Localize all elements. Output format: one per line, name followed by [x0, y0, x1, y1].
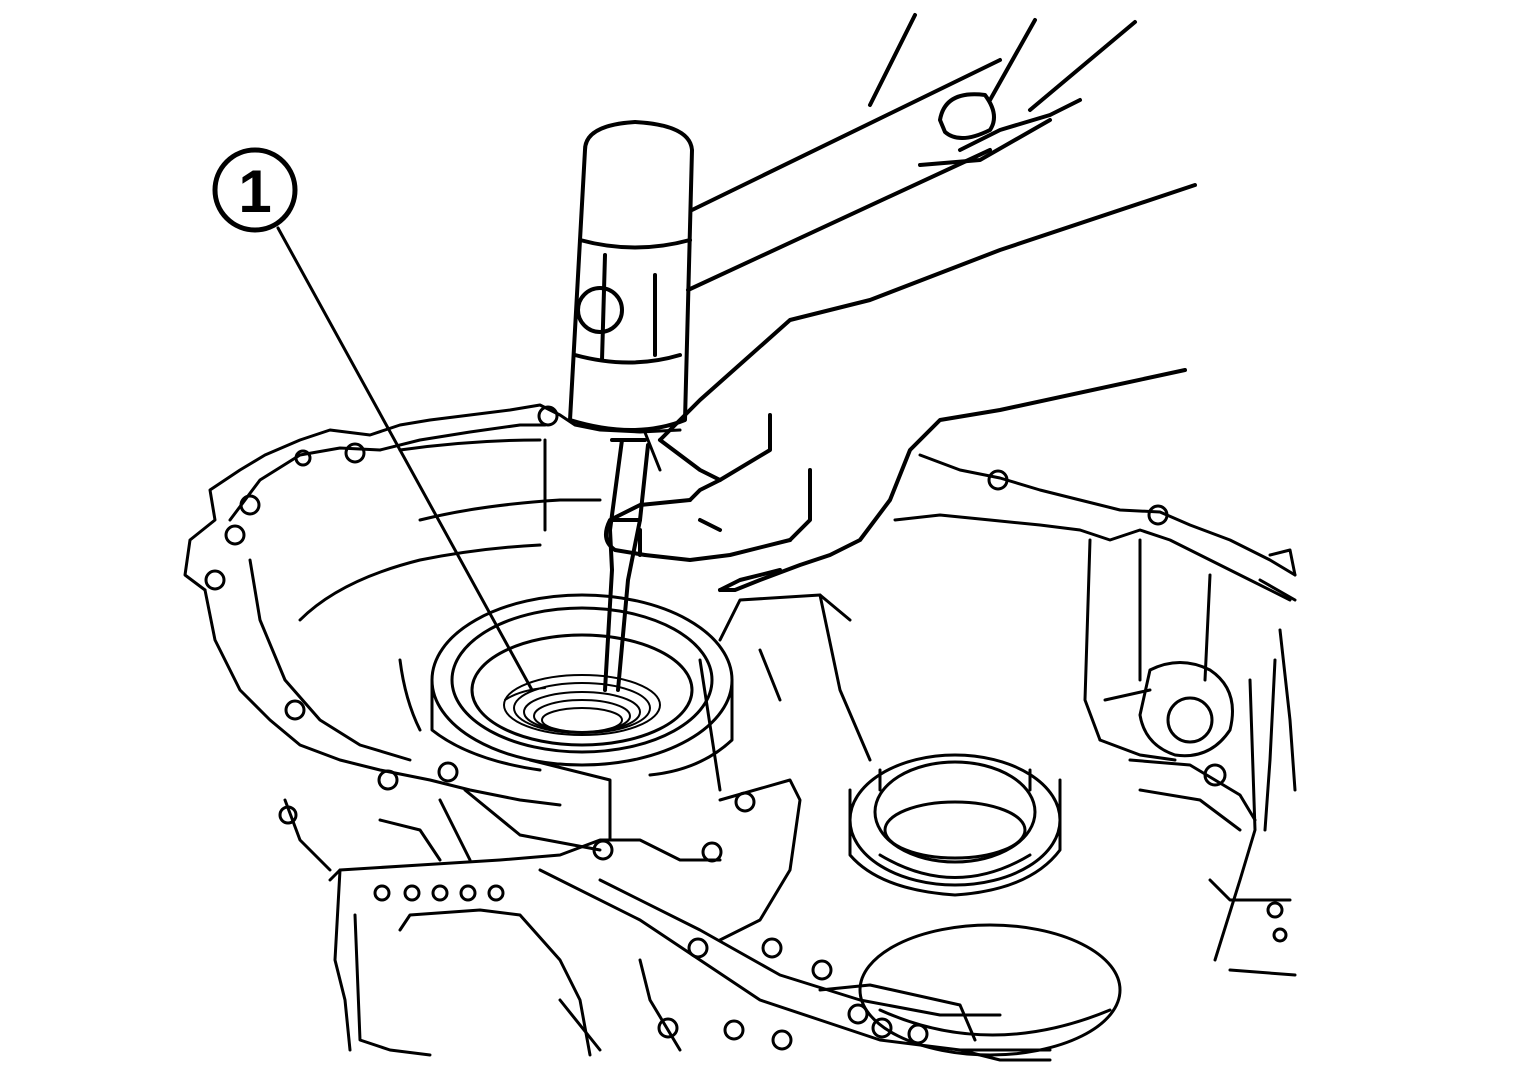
- callout-1: 1: [212, 147, 534, 692]
- plastic-hammer: [568, 58, 1002, 432]
- seal-bore: [398, 593, 734, 777]
- callout-1-label: 1: [238, 158, 271, 225]
- drift-tool: [603, 438, 650, 692]
- upper-hand: [868, 13, 1137, 167]
- lower-hand: [604, 183, 1197, 592]
- transaxle-case: [183, 403, 1297, 1057]
- lower-flange: [278, 758, 1052, 1062]
- oil-seal: [503, 674, 661, 736]
